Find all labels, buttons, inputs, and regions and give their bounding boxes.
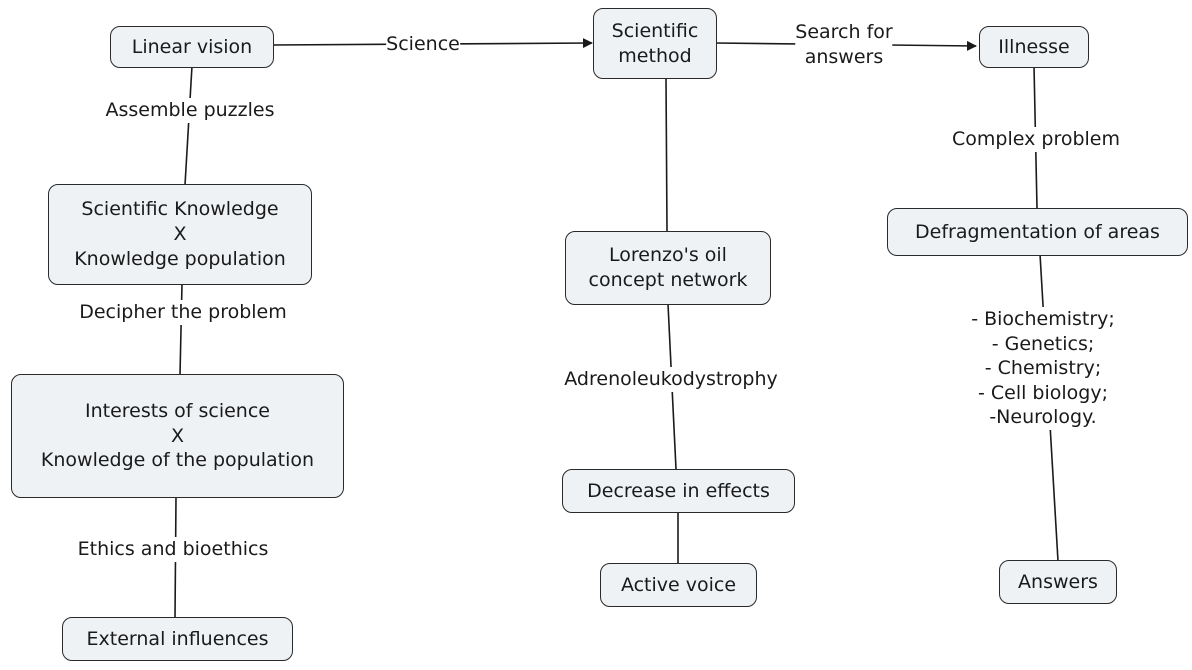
node-answers[interactable]: Answers [999, 560, 1117, 604]
link-label-assemble-puzzles: Assemble puzzles [105, 98, 275, 123]
link-label-ethics-and-bioethics: Ethics and bioethics [77, 537, 269, 562]
node-decrease-in-effects[interactable]: Decrease in effects [562, 469, 795, 513]
link-label-search-for-answers: Search for answers [795, 20, 893, 70]
link-label-complex-problem: Complex problem [952, 127, 1120, 152]
node-linear-vision[interactable]: Linear vision [110, 26, 274, 68]
edge-linear-to-knowledge [184, 65, 193, 186]
node-scientific-method[interactable]: Scientific method [593, 8, 717, 79]
link-label-adrenoleukodystrophy: Adrenoleukodystrophy [564, 367, 778, 392]
node-interests-of-science[interactable]: Interests of science X Knowledge of the … [11, 374, 344, 498]
edge-knowledge-to-interests [179, 283, 183, 376]
node-external-influences[interactable]: External influences [62, 617, 293, 661]
node-illnesse[interactable]: Illnesse [979, 26, 1089, 68]
node-active-voice[interactable]: Active voice [600, 563, 757, 607]
link-label-science: Science [386, 32, 460, 57]
node-defragmentation-of-areas[interactable]: Defragmentation of areas [887, 208, 1188, 256]
link-label-areas-list: - Biochemistry; - Genetics; - Chemistry;… [971, 307, 1115, 430]
edge-method-to-lorenzo [665, 77, 668, 233]
link-label-decipher-the-problem: Decipher the problem [79, 300, 287, 325]
node-lorenzos-oil[interactable]: Lorenzo's oil concept network [565, 231, 771, 305]
node-scientific-knowledge[interactable]: Scientific Knowledge X Knowledge populat… [48, 184, 312, 285]
